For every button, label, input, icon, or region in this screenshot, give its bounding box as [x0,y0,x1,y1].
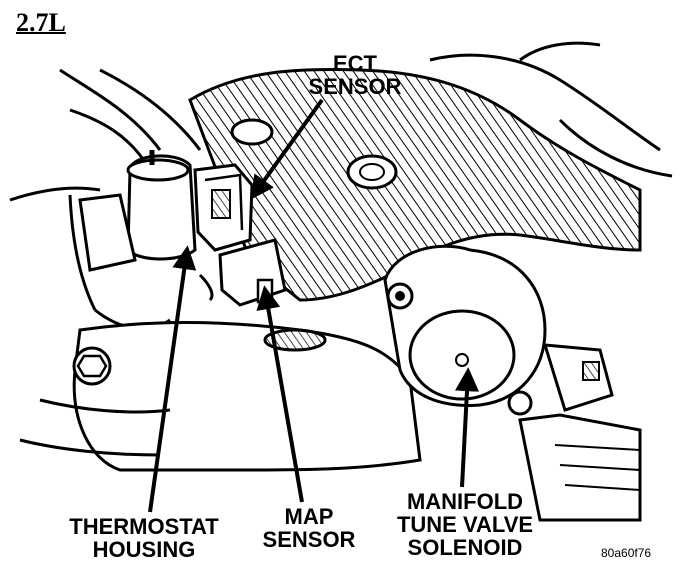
thermostat-housing-shape [68,150,197,331]
callout-arrows [148,98,479,513]
ect-label-line-2: SENSOR [308,74,402,100]
manifold-tune-valve-label: MANIFOLD TUNE VALVE SOLENOID [392,490,538,559]
map-arrow [256,285,304,503]
engine-title: 2.7L [16,8,66,37]
map-label-line-1: MAP [284,504,334,529]
map-label-line-2: SENSOR [262,527,356,553]
ect-sensor-connector [193,163,254,252]
lower-manifold [19,321,422,472]
manifold-tune-valve-shape [383,244,642,522]
thermostat-label-line-1: THERMOSTAT [69,514,219,539]
thermostat-arrow [148,245,197,513]
thermostat-housing-label: THERMOSTAT HOUSING [54,515,234,561]
mtv-label-line-3: SOLENOID [407,535,523,561]
mtv-label-line-2: TUNE VALVE [396,512,534,538]
thermostat-label-line-2: HOUSING [92,537,196,563]
ect-label-line-1: ECT [333,51,377,76]
ect-sensor-label: ECT SENSOR [300,52,410,98]
map-sensor-label: MAP SENSOR [254,505,364,551]
mtv-arrow [455,367,479,488]
mtv-label-line-1: MANIFOLD [406,489,524,514]
figure-reference-code: 80a60f76 [601,546,652,560]
ect-arrow [250,98,324,200]
